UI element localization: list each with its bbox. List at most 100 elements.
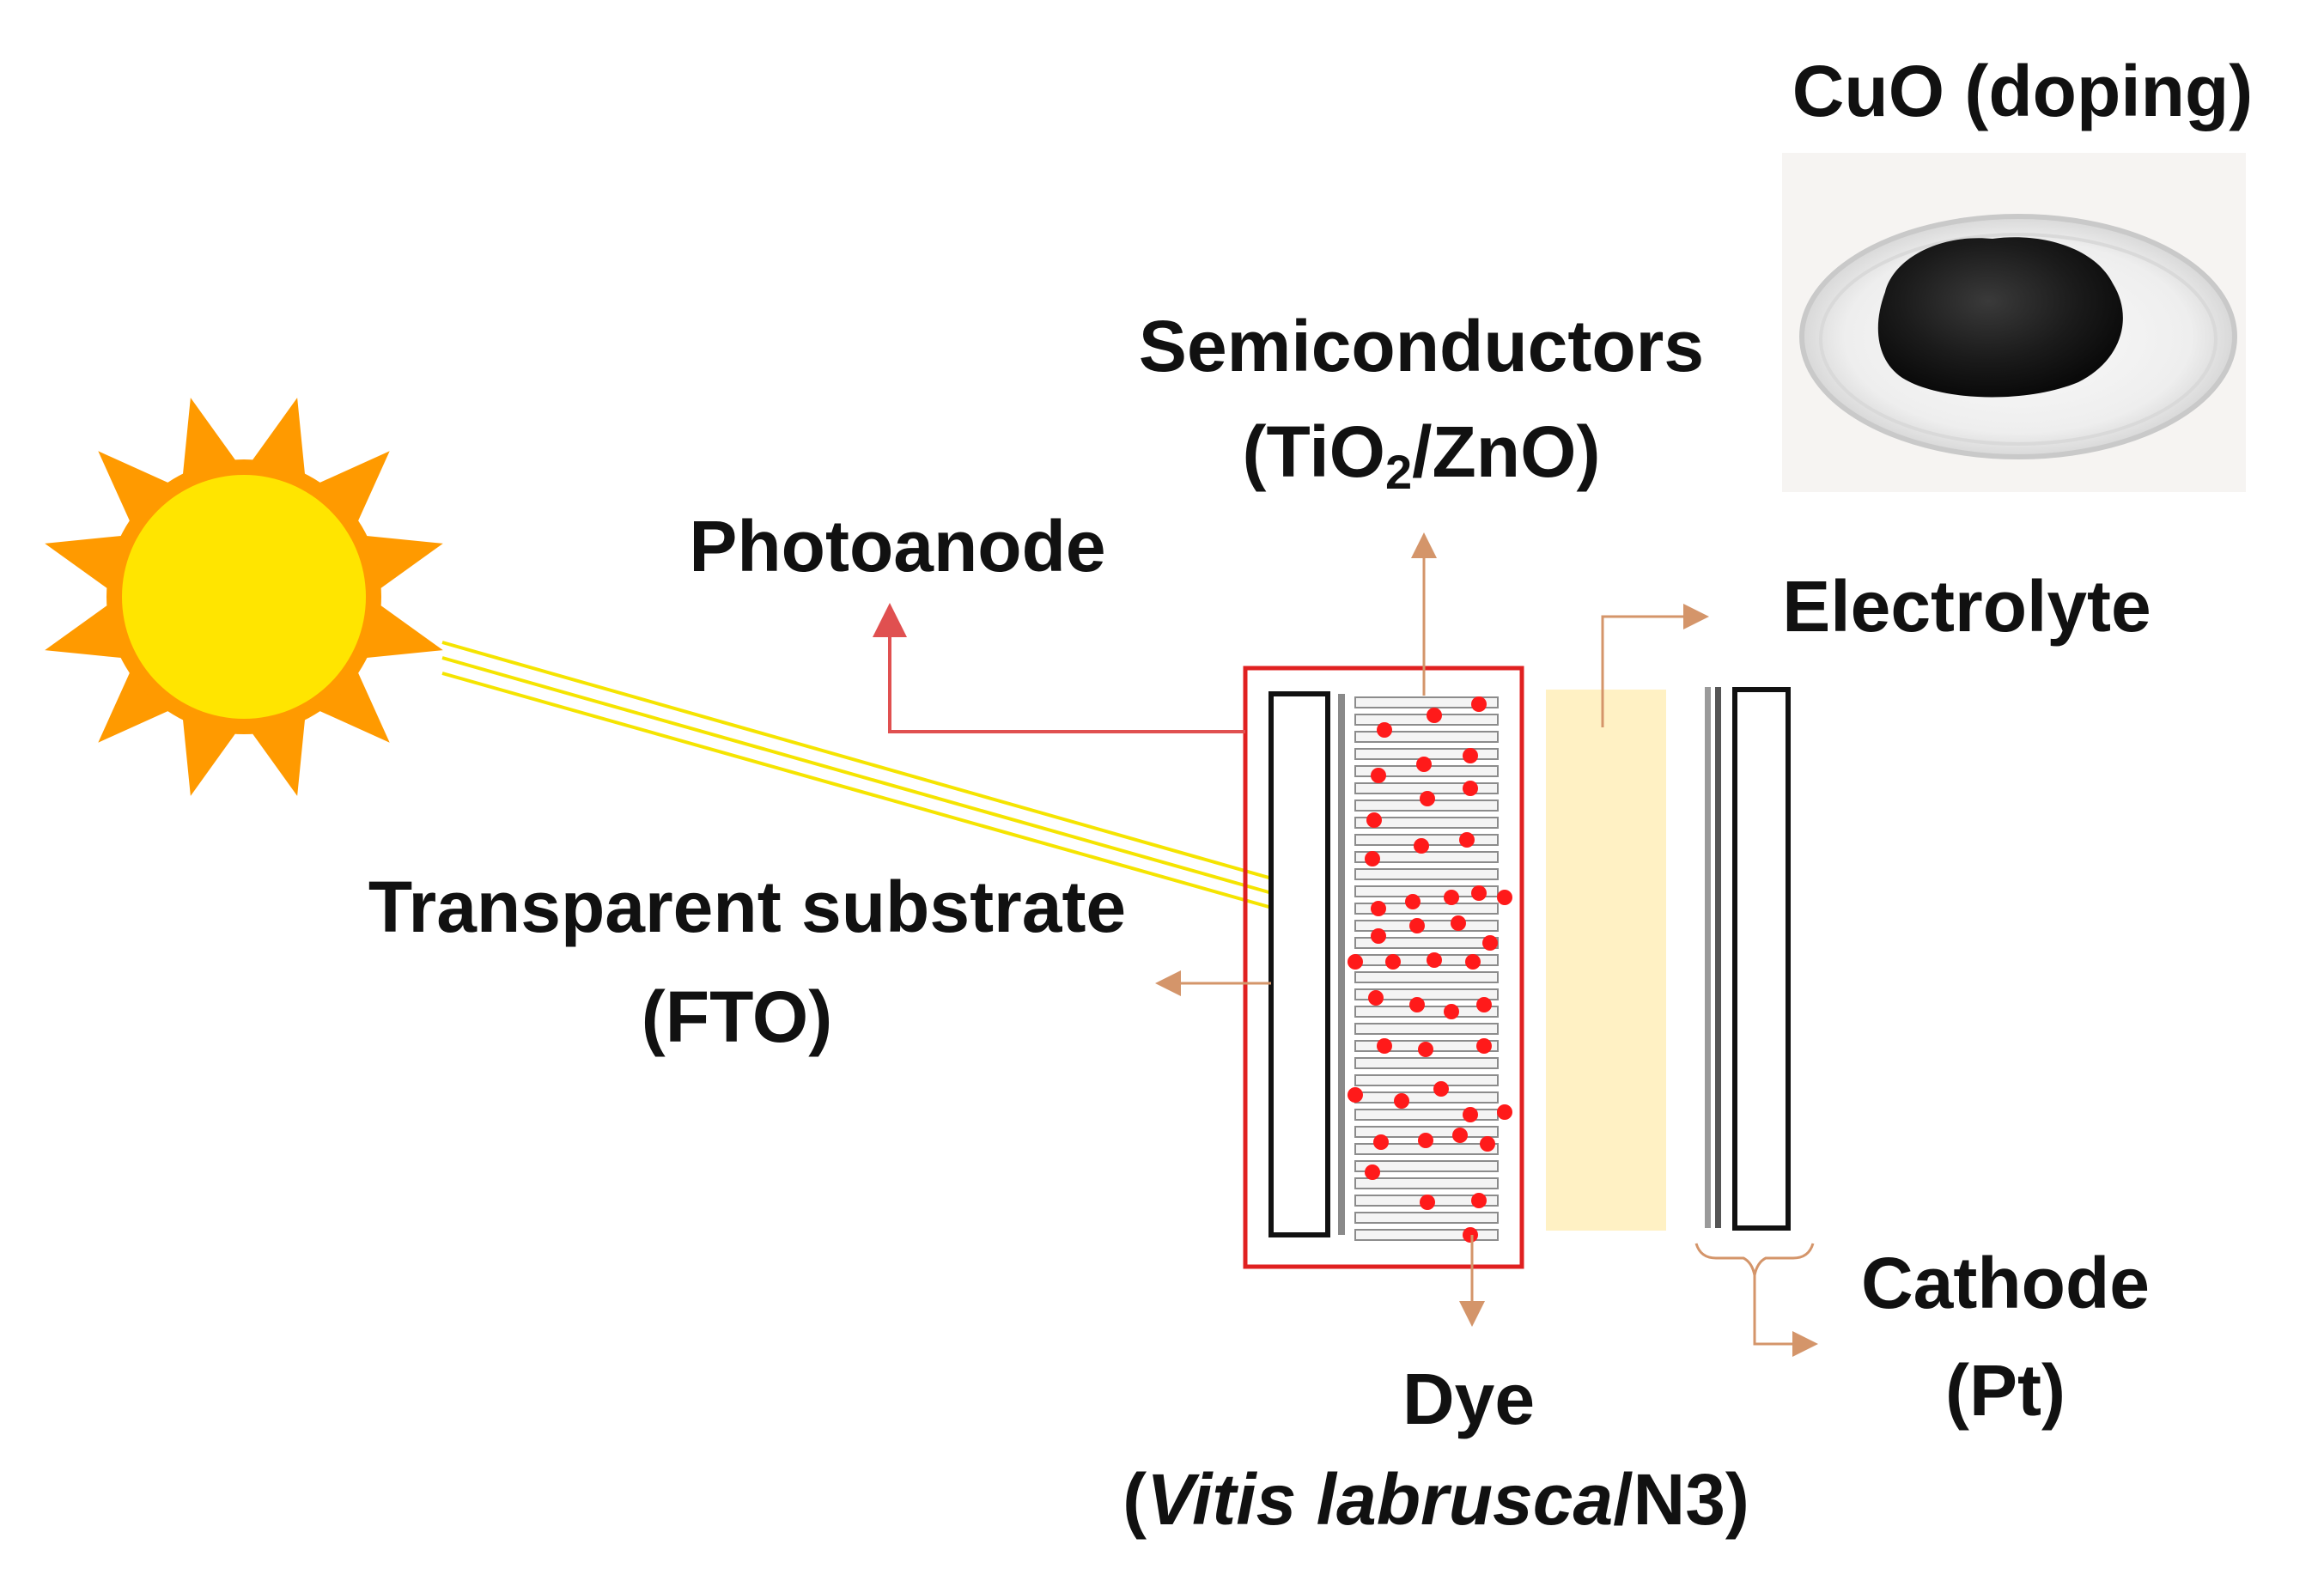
dye-dot <box>1497 1104 1512 1120</box>
photoanode-label: Photoanode <box>689 506 1105 587</box>
semiconductor-layer <box>1354 731 1499 743</box>
cuo-powder-dish-image <box>1782 153 2246 492</box>
dye-dot <box>1482 935 1498 951</box>
sun-icon <box>45 398 443 796</box>
transparent-substrate-plate <box>1268 691 1330 1237</box>
dye-dot <box>1463 1107 1478 1122</box>
photoanode-arrow <box>873 603 1245 733</box>
electrolyte-layer <box>1546 690 1666 1231</box>
semiconductors-formula: (TiO2/ZnO) <box>1243 411 1601 499</box>
dye-dot <box>1366 812 1382 828</box>
semiconductor-layer <box>1354 1091 1499 1104</box>
cuo-label: CuO (doping) <box>1792 51 2253 131</box>
dye-dot <box>1476 1038 1492 1054</box>
semiconductor-layer <box>1354 817 1499 829</box>
dye-dot <box>1418 1133 1433 1148</box>
semiconductor-layer <box>1354 714 1499 726</box>
formula-subscript: 2 <box>1385 445 1412 499</box>
dye-dot <box>1497 890 1512 905</box>
dye-dot <box>1416 757 1432 772</box>
dye-dot <box>1459 832 1475 848</box>
dye-dot <box>1414 838 1429 854</box>
semiconductor-layer <box>1354 1229 1499 1241</box>
dye-dot <box>1348 954 1363 970</box>
sun-ray <box>98 451 178 531</box>
cathode-label: Cathode <box>1861 1243 2150 1323</box>
semiconductor-layer <box>1354 988 1499 1000</box>
semiconductor-layer <box>1354 868 1499 880</box>
dye-dot <box>1471 696 1487 712</box>
dye-source-label: (Vitis labrusca/N3) <box>1122 1459 1749 1540</box>
dye-dot <box>1409 997 1425 1012</box>
dye-dot <box>1371 901 1386 916</box>
cathode-layer-1 <box>1705 687 1711 1228</box>
cathode-layer-2 <box>1715 687 1721 1228</box>
semiconductor-layer <box>1354 1177 1499 1189</box>
dye-dot <box>1427 952 1442 968</box>
semiconductors-label: Semiconductors <box>1139 306 1704 386</box>
dye-dot <box>1480 1136 1495 1152</box>
formula-close: /ZnO) <box>1412 411 1600 492</box>
photoanode-box <box>1243 666 1524 1269</box>
semiconductor-layer <box>1354 1023 1499 1035</box>
semiconductor-layer <box>1354 1057 1499 1069</box>
semiconductor-layer <box>1354 903 1499 915</box>
semiconductor-layer <box>1354 696 1499 708</box>
semiconductor-layer <box>1354 851 1499 863</box>
dye-dot <box>1420 791 1435 806</box>
dye-dot <box>1377 1038 1392 1054</box>
dye-species: Vitis labrusca <box>1147 1459 1613 1540</box>
sun-ray <box>310 663 390 743</box>
dye-dot <box>1465 954 1481 970</box>
light-beam <box>441 641 1279 911</box>
substrate-edge <box>1338 694 1345 1235</box>
dye-dot <box>1471 885 1487 901</box>
dye-dot <box>1452 1128 1468 1143</box>
dye-dot <box>1420 1195 1435 1210</box>
dye-label: Dye <box>1402 1359 1535 1439</box>
dye-dot <box>1427 708 1442 723</box>
dye-dot <box>1471 1193 1487 1208</box>
semiconductor-layer <box>1354 971 1499 983</box>
dye-dot <box>1394 1093 1409 1109</box>
dye-dot <box>1444 890 1459 905</box>
sun-ray <box>310 451 390 531</box>
dye-dot <box>1451 915 1466 931</box>
sun-ray <box>98 663 178 743</box>
dye-dot <box>1377 722 1392 738</box>
fto-label: (FTO) <box>642 976 832 1057</box>
semiconductor-layer <box>1354 1160 1499 1172</box>
dye-dot <box>1463 1227 1478 1243</box>
dye-close: /N3) <box>1613 1459 1749 1540</box>
dye-dot <box>1476 997 1492 1012</box>
dye-dot <box>1348 1087 1363 1103</box>
pt-label: (Pt) <box>1945 1350 2065 1431</box>
semiconductor-layer <box>1354 1006 1499 1018</box>
electrolyte-arrow <box>1601 604 1709 727</box>
dye-dot <box>1371 928 1386 944</box>
transparent-substrate-label: Transparent substrate <box>368 866 1126 947</box>
dye-dot <box>1385 954 1401 970</box>
dye-dot <box>1418 1042 1433 1057</box>
dye-open: ( <box>1122 1459 1147 1540</box>
dye-dot <box>1405 894 1421 909</box>
cathode-arrow <box>1753 1275 1818 1357</box>
semiconductor-layer <box>1354 1212 1499 1224</box>
cathode-plate <box>1732 687 1791 1231</box>
dye-molecules <box>1348 696 1512 1243</box>
dye-dot <box>1365 851 1380 866</box>
semiconductor-layer <box>1354 885 1499 897</box>
electrolyte-label: Electrolyte <box>1782 566 2151 647</box>
semiconductor-layer <box>1354 1074 1499 1086</box>
dye-dot <box>1444 1004 1459 1019</box>
cathode-bracket <box>1694 1243 1815 1276</box>
dye-dot <box>1433 1081 1449 1097</box>
formula-open: (TiO <box>1243 411 1385 492</box>
dye-dot <box>1371 768 1386 783</box>
dye-dot <box>1365 1164 1380 1180</box>
dye-dot <box>1368 990 1384 1006</box>
dye-dot <box>1463 781 1478 796</box>
dye-dot <box>1373 1134 1389 1150</box>
dye-dot <box>1409 918 1425 933</box>
